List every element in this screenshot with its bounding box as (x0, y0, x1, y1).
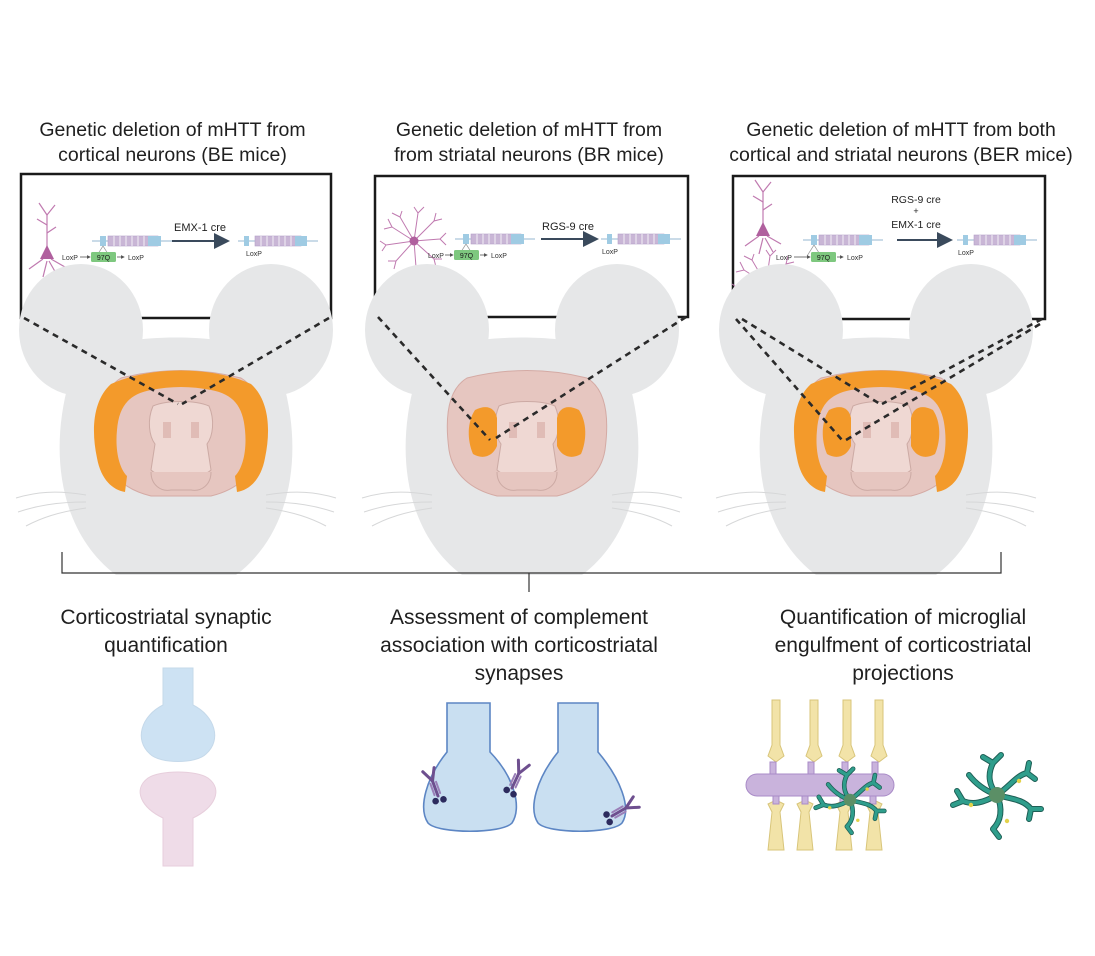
brain-slice (93, 370, 269, 497)
cre-label: RGS-9 cre (891, 194, 941, 206)
microglia-icon (953, 755, 1041, 837)
panel-br: 97Q LoxP LoxP RGS-9 cre LoxP (361, 174, 690, 576)
panel-title-line: cortical and striatal neurons (BER mice) (729, 144, 1073, 166)
cre-label: EMX-1 cre (174, 222, 226, 234)
outcome-line: projections (852, 662, 954, 685)
loxp-right-label: LoxP (847, 255, 863, 262)
panel-ber: 97Q LoxP LoxP RGS-9 cre + EMX-1 cre LoxP (715, 174, 1047, 576)
loxp-left-label: LoxP (776, 255, 792, 262)
outcome-line: synapses (474, 662, 564, 685)
repeat-label: 97Q (817, 255, 831, 262)
loxp-after-label: LoxP (246, 251, 262, 258)
loxp-after-label: LoxP (958, 250, 974, 257)
cre-plus-label: + (913, 206, 918, 216)
outcome-line: Quantification of microglial (779, 606, 1027, 629)
synapse-illustration (139, 667, 217, 867)
brain-slice (446, 370, 608, 497)
panel-title-line: from striatal neurons (BR mice) (394, 144, 664, 166)
outcome-line: engulfment of corticostriatal (774, 634, 1032, 657)
panel-title-br: Genetic deletion of mHTT from from stria… (376, 118, 682, 168)
panel-title-be: Genetic deletion of mHTT from cortical n… (20, 118, 325, 168)
panel-title-line: Genetic deletion of mHTT from both (746, 119, 1056, 141)
cre-label: RGS-9 cre (542, 221, 594, 233)
panel-title-line: cortical neurons (BE mice) (58, 144, 287, 166)
loxp-right-label: LoxP (128, 255, 144, 262)
zoom-lines (23, 316, 330, 406)
repeat-label: 97Q (97, 255, 111, 262)
loxp-after-label: LoxP (602, 249, 618, 256)
zoom-lines (735, 317, 1043, 442)
outcome-synaptic-quantification: Corticostriatal synaptic quantification (27, 604, 305, 660)
repeat-block (811, 252, 836, 262)
outcome-line: Assessment of complement (390, 606, 648, 629)
repeat-block (454, 250, 479, 260)
zoom-lines (377, 315, 687, 441)
outcome-microglial-engulfment: Quantification of microglial engulfment … (740, 604, 1066, 688)
cre-label-2: EMX-1 cre (891, 219, 941, 231)
engulfment-illustration (745, 699, 1041, 851)
outcome-line: association with corticostriatal (380, 634, 658, 657)
panel-title-ber: Genetic deletion of mHTT from both corti… (708, 118, 1094, 168)
loxp-left-label: LoxP (428, 253, 444, 260)
outcome-line: Corticostriatal synaptic (60, 606, 272, 629)
panel-title-line: Genetic deletion of mHTT from (395, 119, 663, 141)
outcome-complement-association: Assessment of complement association wit… (346, 604, 692, 688)
complement-illustration (420, 702, 642, 833)
outcome-line: quantification (104, 634, 228, 657)
panel-title-line: Genetic deletion of mHTT from (39, 119, 306, 141)
repeat-label: 97Q (460, 253, 474, 260)
loxp-right-label: LoxP (491, 253, 507, 260)
brain-slice (793, 370, 969, 497)
grouping-bracket (61, 552, 1002, 592)
repeat-block (91, 252, 116, 262)
panel-be: 97Q LoxP LoxP EMX-1 cre LoxP (15, 172, 337, 576)
loxp-left-label: LoxP (62, 255, 78, 262)
